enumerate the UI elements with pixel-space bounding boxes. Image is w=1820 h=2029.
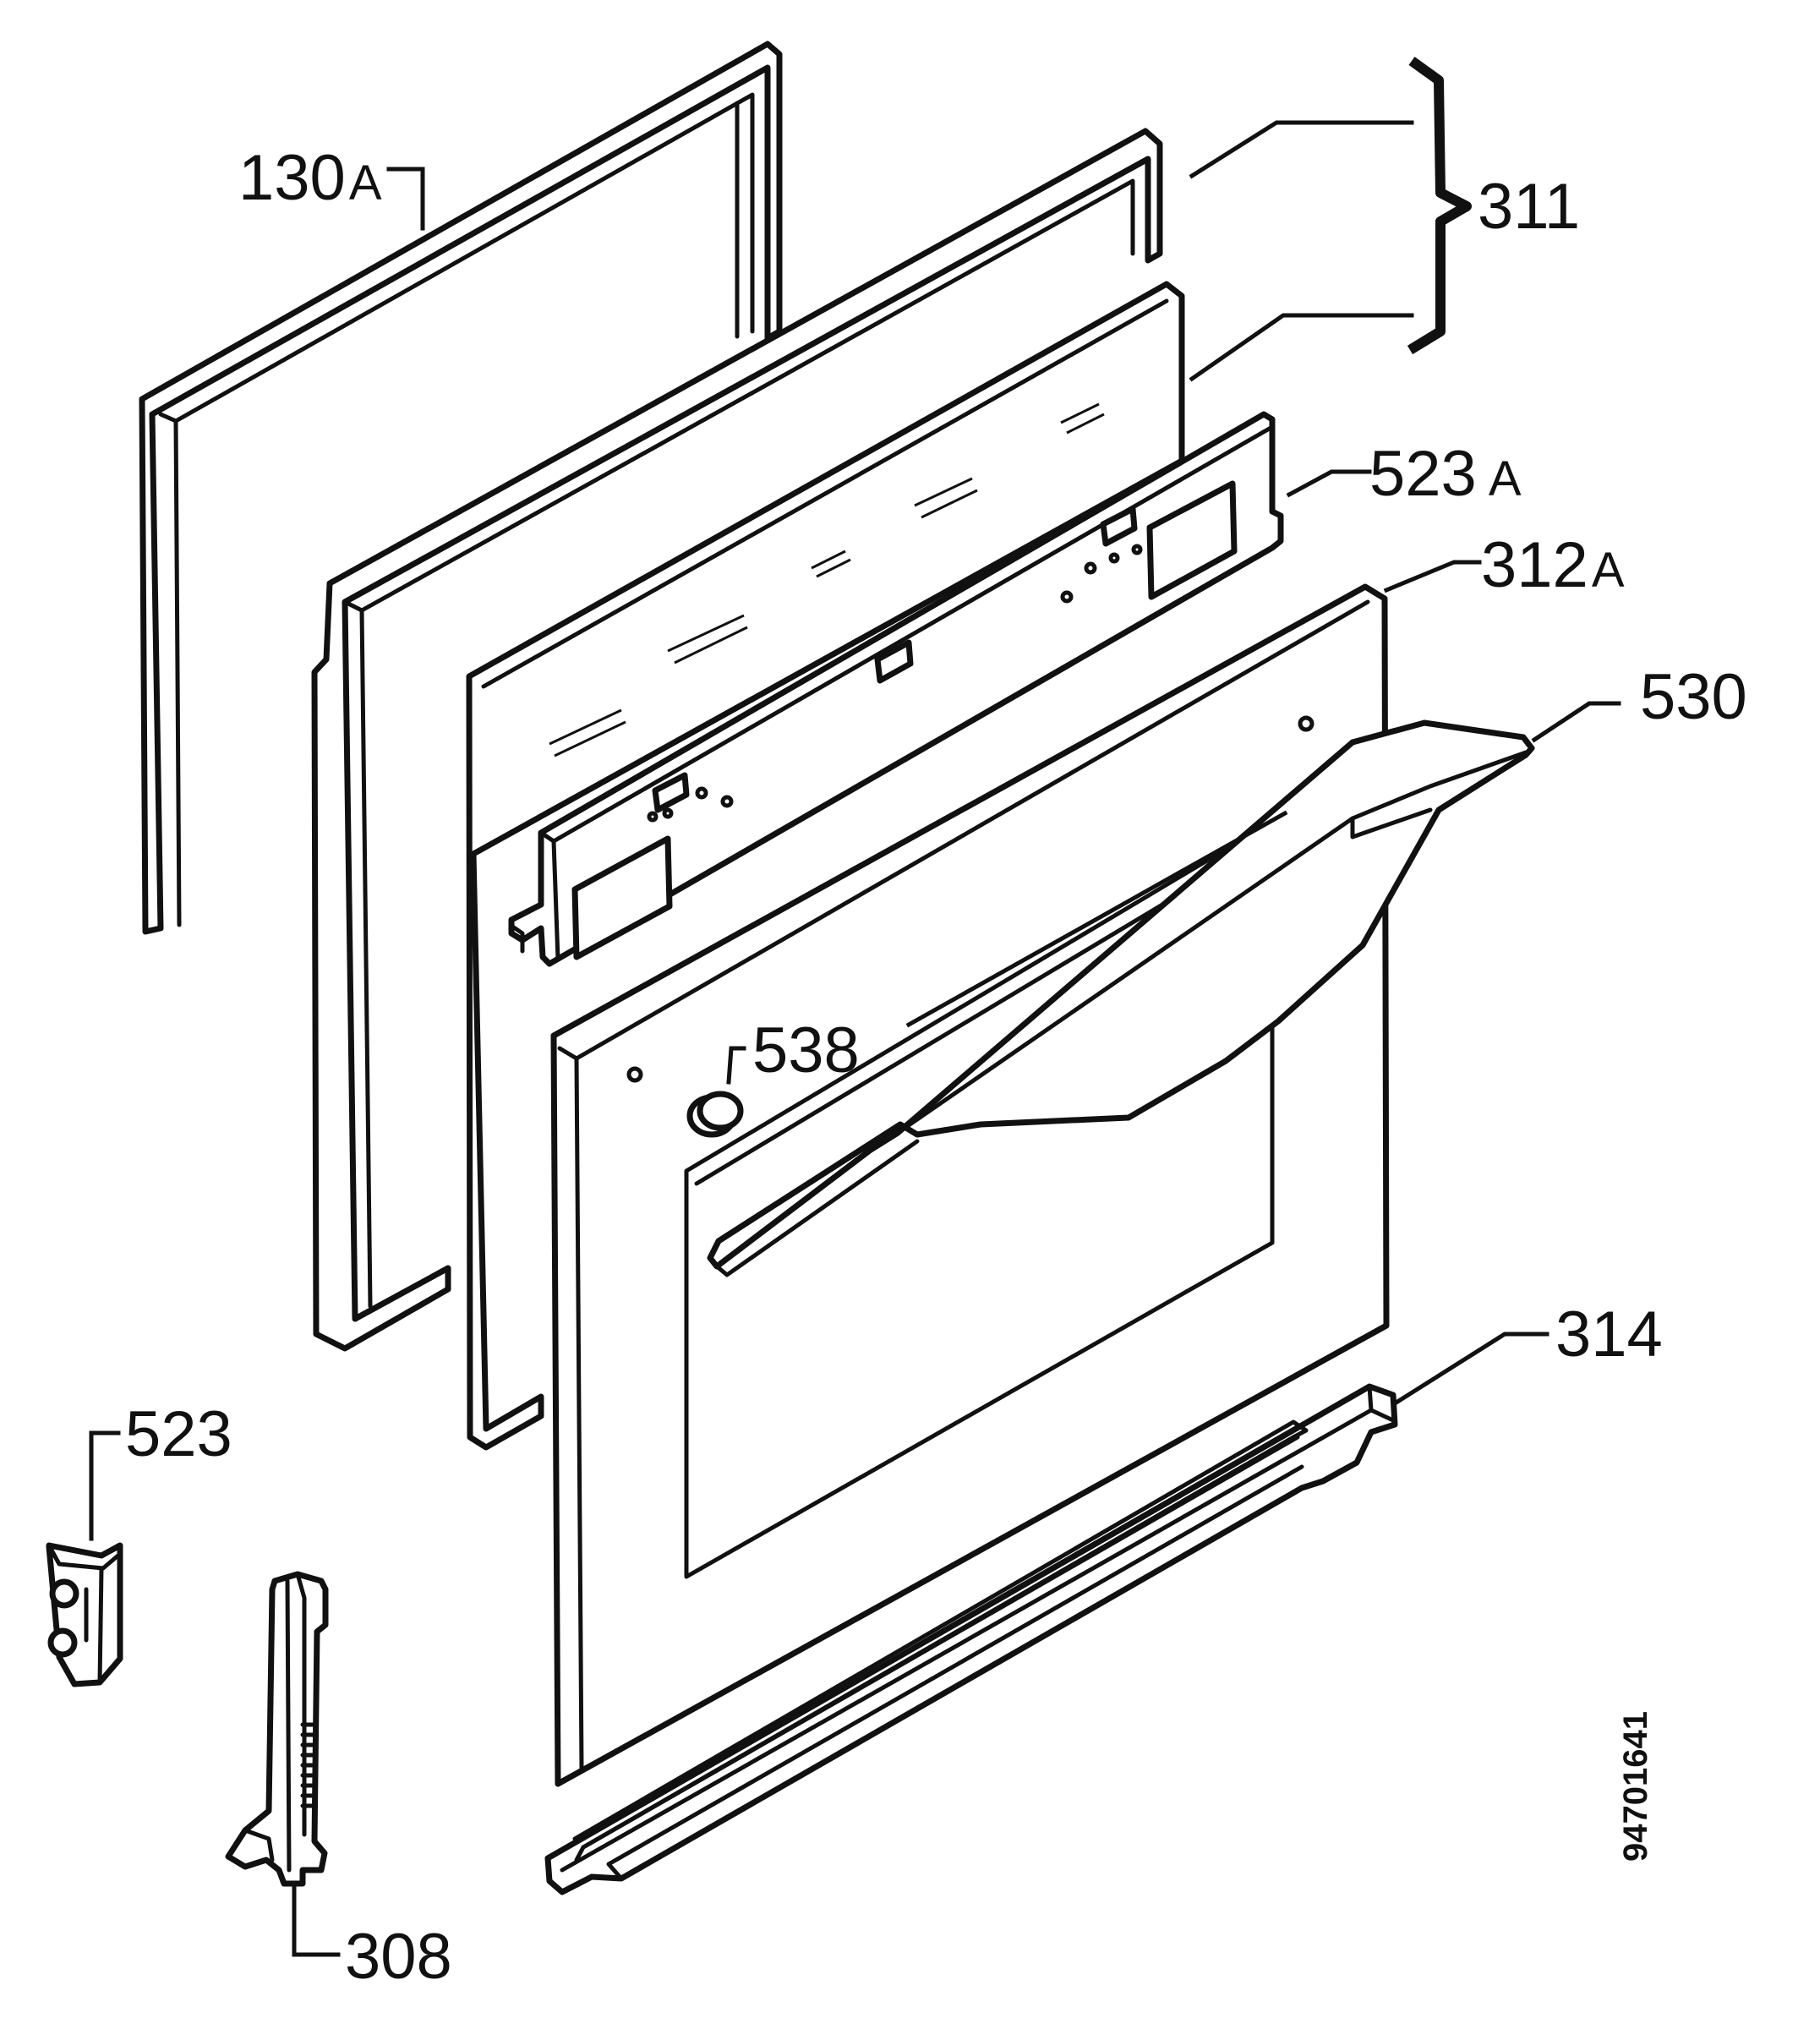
part-523A-top-channel: [508, 411, 1284, 967]
leader-530: [1531, 701, 1621, 743]
part-538-bumper: [686, 1091, 744, 1138]
part-530-handle: [707, 719, 1535, 1277]
part-label-130A: 130A: [238, 142, 382, 214]
leader-312A: [1383, 560, 1482, 593]
part-label-311: 311: [1478, 171, 1580, 243]
part-label-530: 530: [1640, 661, 1747, 733]
svg-text:130A: 130A: [238, 142, 382, 214]
leader-523: [89, 1430, 121, 1541]
part-label-308: 308: [345, 1921, 452, 1993]
leader-handle-hidden: [905, 810, 1288, 1028]
part-311-inner-frame: [311, 128, 1163, 1352]
part-label-523: 523: [125, 1398, 232, 1470]
part-523-hinge-bracket: [46, 1542, 123, 1687]
leader-308: [292, 1883, 341, 1957]
svg-text:312A: 312A: [1481, 529, 1625, 601]
part-314-bottom-trim: [544, 1383, 1398, 1895]
leader-314: [1391, 1332, 1549, 1407]
part-308-hinge-arm: [225, 1571, 329, 1887]
document-number: 94701641: [1617, 1711, 1654, 1862]
leader-538: [726, 1046, 746, 1085]
leader-311-bottom: [1189, 313, 1414, 382]
leader-523A: [1286, 469, 1372, 498]
leader-lines: [89, 120, 1621, 1957]
part-312A-outer-door-panel: [550, 583, 1390, 1787]
leader-311-top: [1189, 120, 1414, 179]
part-130A-seal-frame: [139, 41, 783, 935]
brace-311: [1407, 57, 1472, 355]
part-label-538: 538: [752, 1014, 860, 1086]
part-label-314: 314: [1555, 1299, 1663, 1370]
part-label-312A: 312A: [1481, 529, 1625, 601]
leader-130A: [386, 167, 425, 231]
part-311-glass-pane: [466, 281, 1185, 1451]
